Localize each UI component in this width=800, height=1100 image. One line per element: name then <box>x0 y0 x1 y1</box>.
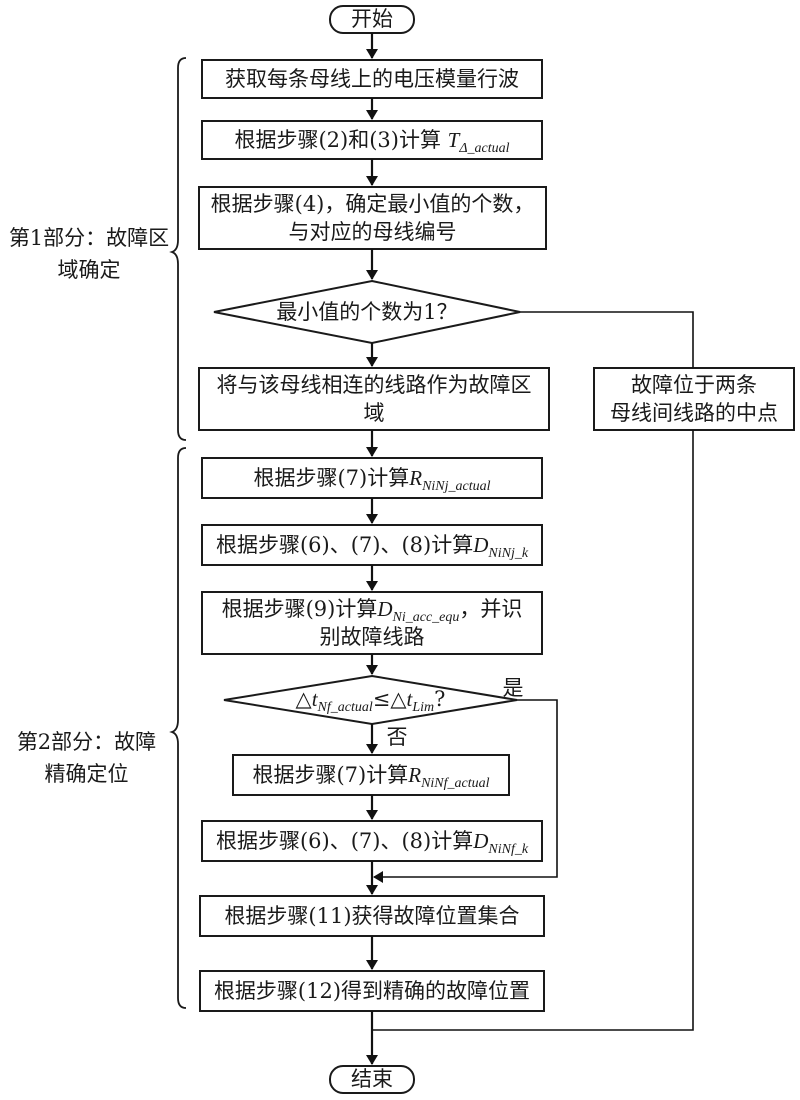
step-3-line2: 与对应的母线编号 <box>288 220 457 244</box>
section-2-label-line1: 第2部分：故障 <box>16 730 157 754</box>
step-3-line1: 根据步骤(4)，确定最小值的个数， <box>210 192 535 216</box>
d2-sub1: Nf_actual <box>317 700 373 715</box>
step-2-text: 根据步骤(2)和(3)计算 TΔ_actual <box>202 125 542 164</box>
step-6-text: 根据步骤(6)、(7)、(8)计算DNiNj_k <box>202 530 542 569</box>
step-7-sub: Ni_acc_equ <box>392 610 460 625</box>
section-2-label: 第2部分：故障 精确定位 <box>4 726 169 790</box>
section-2-brace <box>169 447 187 1009</box>
step-5-var: R <box>409 466 423 490</box>
d2-pre: △ <box>295 687 312 711</box>
step-7-label: 根据步骤(9)计算 <box>221 597 378 621</box>
step-7-line2: 别故障线路 <box>319 625 425 649</box>
step-8-label: 根据步骤(7)计算 <box>252 763 409 787</box>
step-5-text: 根据步骤(7)计算RNiNj_actual <box>202 463 542 502</box>
step-8-sub: NiNf_actual <box>421 776 490 791</box>
end-label: 结束 <box>351 1067 393 1091</box>
step-10-text: 根据步骤(11)获得故障位置集合 <box>224 904 520 928</box>
step-4-line1: 将与该母线相连的线路作为故障区 <box>216 373 532 397</box>
section-1-label-line1: 第1部分：故障区 <box>8 226 170 250</box>
step-7-var: D <box>377 597 393 621</box>
step-4b-line1: 故障位于两条 <box>631 373 757 397</box>
decision-1-text: 最小值的个数为1？ <box>276 300 458 324</box>
line-s4b-to-end <box>372 430 694 1031</box>
step-8-var: R <box>408 763 422 787</box>
decision-2-yes-label: 是 <box>502 676 524 700</box>
step-9-text: 根据步骤(6)、(7)、(8)计算DNiNf_k <box>202 826 542 865</box>
step-2-var: T <box>447 128 460 152</box>
step-2-sub: Δ_actual <box>459 141 510 156</box>
d2-var2: t <box>406 687 413 711</box>
decision-2-text: △tNf_actual≤△tLim? <box>224 684 517 723</box>
step-6-sub: NiNj_k <box>488 546 529 561</box>
step-9-var: D <box>473 829 489 853</box>
step-1-text: 获取每条母线上的电压模量行波 <box>225 67 519 91</box>
step-11-text: 根据步骤(12)得到精确的故障位置 <box>213 979 531 1003</box>
d2-sub2: Lim <box>412 700 435 715</box>
step-9-sub: NiNf_k <box>488 842 529 857</box>
line-d2-yes-branch <box>373 699 558 883</box>
start-label: 开始 <box>351 7 393 31</box>
step-8-text: 根据步骤(7)计算RNiNf_actual <box>233 760 509 799</box>
step-4-line2: 域 <box>363 401 385 425</box>
step-5-sub: NiNj_actual <box>422 479 491 494</box>
d2-var1: t <box>311 687 318 711</box>
step-2-label: 根据步骤(2)和(3)计算 <box>234 128 448 152</box>
step-6-label: 根据步骤(6)、(7)、(8)计算 <box>215 533 474 557</box>
section-1-brace <box>169 57 187 441</box>
step-5-label: 根据步骤(7)计算 <box>253 466 410 490</box>
section-2-label-line2: 精确定位 <box>44 762 129 786</box>
step-4-box <box>198 367 550 431</box>
step-6-var: D <box>473 533 489 557</box>
end-terminal <box>329 1065 415 1094</box>
d2-mid: ≤△ <box>372 687 407 711</box>
section-1-label: 第1部分：故障区 域确定 <box>4 222 174 286</box>
step-7-tail: ，并识 <box>459 597 523 621</box>
decision-2-no-label: 否 <box>386 725 408 749</box>
step-7-line1: 根据步骤(9)计算DNi_acc_equ，并识 <box>202 594 542 633</box>
step-4b-line2: 母线间线路的中点 <box>610 401 778 425</box>
section-1-label-line2: 域确定 <box>57 258 121 282</box>
line-d1-no-branch <box>520 311 694 368</box>
step-4b-box <box>593 367 795 431</box>
step-9-label: 根据步骤(6)、(7)、(8)计算 <box>215 829 474 853</box>
d2-tail: ? <box>434 687 446 711</box>
